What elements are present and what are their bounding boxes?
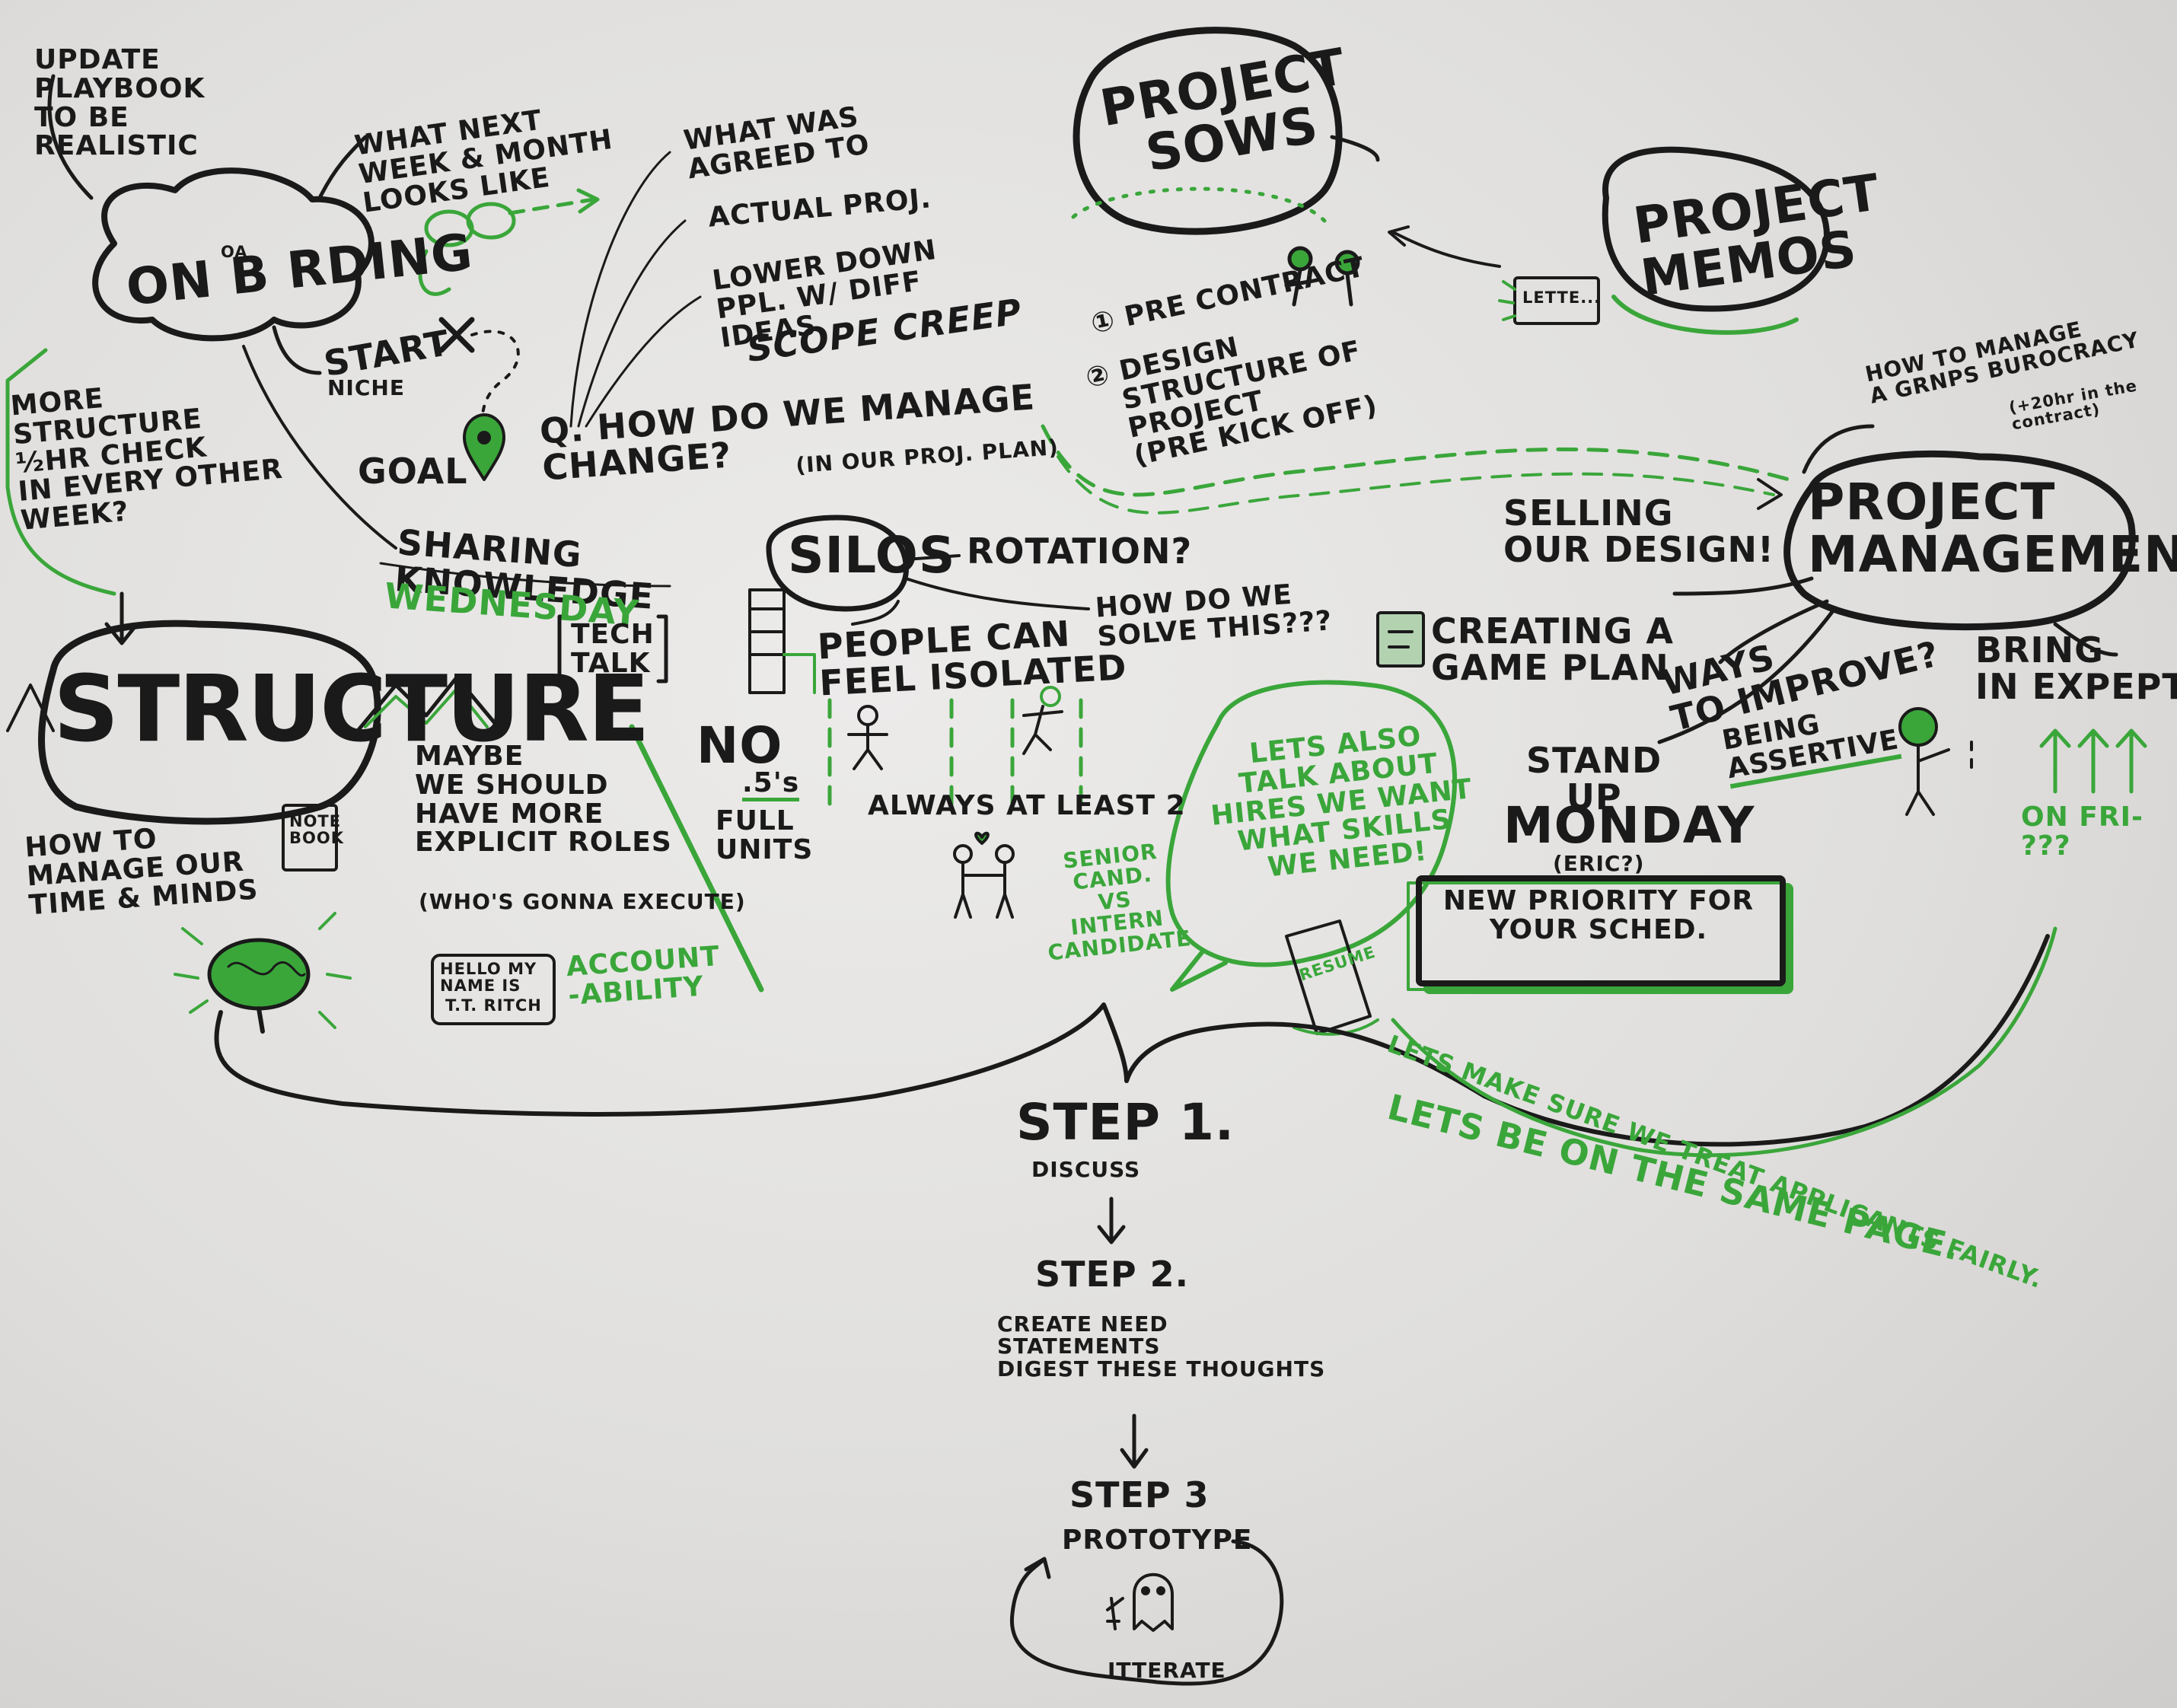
project-management-cloud bbox=[1783, 450, 2136, 631]
silos-title: SILOS bbox=[788, 526, 956, 585]
up-arrows-icon bbox=[2039, 728, 2147, 794]
new-priority-note: NEW PRIORITY FOR YOUR SCHED. bbox=[1442, 885, 1755, 945]
selling-design-note: SELLING OUR DESIGN! bbox=[1503, 492, 1774, 571]
full-units-label: FULL UNITS bbox=[716, 805, 814, 865]
expert-person-icon bbox=[1898, 707, 1973, 816]
niche-label: NICHE bbox=[327, 375, 405, 400]
location-pin-icon bbox=[463, 413, 505, 481]
update-playbook-note: UPDATE PLAYBOOK TO BE REALISTIC bbox=[34, 44, 206, 162]
name-tag-name: T.T. RITCH bbox=[445, 996, 542, 1015]
feel-isolated-note: PEOPLE CAN FEEL ISOLATED bbox=[816, 613, 1128, 704]
bring-experts-note: BRING IN EXPEPTS bbox=[1975, 629, 2177, 708]
iterate-loop bbox=[1010, 1539, 1284, 1686]
letter-icon bbox=[1498, 276, 1600, 325]
couple-icon bbox=[953, 831, 1015, 919]
hires-note: LETS ALSO TALK ABOUT HIRES WE WANT WHAT … bbox=[1209, 720, 1474, 884]
rotation-note: ROTATION? bbox=[967, 531, 1193, 572]
person-icon bbox=[1022, 686, 1063, 755]
people-icon bbox=[1284, 246, 1360, 307]
tech-talk-note: TECH TALK bbox=[571, 619, 655, 679]
onboarding-title-small: OA bbox=[221, 243, 248, 261]
new-priority-box bbox=[1416, 875, 1786, 986]
step-1-title: STEP 1. bbox=[1016, 1093, 1235, 1152]
binoculars-icon bbox=[418, 202, 516, 296]
discuss-note: DISCUSS bbox=[1031, 1157, 1141, 1182]
need-statements-note: CREATE NEED STATEMENTS DIGEST THESE THOU… bbox=[997, 1311, 1326, 1381]
hires-bubble bbox=[1165, 680, 1458, 967]
project-sows-circle bbox=[1073, 27, 1343, 235]
silos-cloud bbox=[766, 515, 909, 612]
goal-label: GOAL bbox=[358, 451, 468, 492]
grouping-curve bbox=[214, 934, 2050, 1147]
silo-icon bbox=[748, 588, 816, 694]
eric-note: (ERIC?) bbox=[1553, 851, 1645, 876]
name-tag-hello: HELLO MY NAME IS bbox=[440, 960, 537, 996]
explicit-roles-note: MAYBE WE SHOULD HAVE MORE EXPLICIT ROLES bbox=[415, 741, 672, 859]
brain-icon bbox=[174, 912, 352, 1034]
prototype-note: PROTOTYPE bbox=[1062, 1525, 1253, 1556]
project-memos-circle bbox=[1602, 146, 1830, 312]
structure-title: STRUCTURE bbox=[53, 657, 650, 763]
notebook-icon bbox=[282, 804, 338, 872]
name-tag-icon bbox=[431, 954, 556, 1025]
on-fri-note: ON FRI- ??? bbox=[2021, 801, 2144, 862]
senior-intern-note: SENIOR CAND. VS INTERN CANDIDATE bbox=[1046, 838, 1193, 966]
game-plan-note: CREATING A GAME PLAN bbox=[1431, 610, 1674, 689]
onboarding-cloud bbox=[92, 167, 375, 342]
letter-label: LETTE... bbox=[1522, 288, 1602, 307]
whos-gonna-note: (WHO'S GONNA EXECUTE) bbox=[419, 889, 746, 914]
step-2-title: STEP 2. bbox=[1035, 1254, 1190, 1295]
project-management-title: PROJECT MANAGEMENT bbox=[1808, 473, 2177, 585]
ghost-icon bbox=[1106, 1573, 1174, 1632]
manage-time-note: HOW TO MANAGE OUR TIME & MINDS bbox=[24, 823, 260, 921]
person-icon bbox=[847, 705, 888, 770]
accountability-note: ACCOUNT -ABILITY bbox=[565, 941, 722, 1012]
iterate-note: ITTERATE bbox=[1108, 1658, 1226, 1683]
notebook-label: NOTE BOOK bbox=[289, 812, 344, 848]
halves-label: .5's bbox=[742, 769, 800, 801]
monday-note: MONDAY bbox=[1503, 796, 1755, 855]
structure-cloud bbox=[38, 620, 381, 825]
more-structure-note: MORE STRUCTURE ½HR CHECK IN EVERY OTHER … bbox=[9, 382, 285, 537]
stand-up-note: STAND UP bbox=[1526, 740, 1662, 818]
no-label: NO bbox=[696, 716, 783, 775]
always-two-note: ALWAYS AT LEAST 2 bbox=[868, 790, 1186, 821]
step-3-title: STEP 3 bbox=[1069, 1474, 1210, 1515]
clipboard-icon bbox=[1376, 611, 1425, 668]
